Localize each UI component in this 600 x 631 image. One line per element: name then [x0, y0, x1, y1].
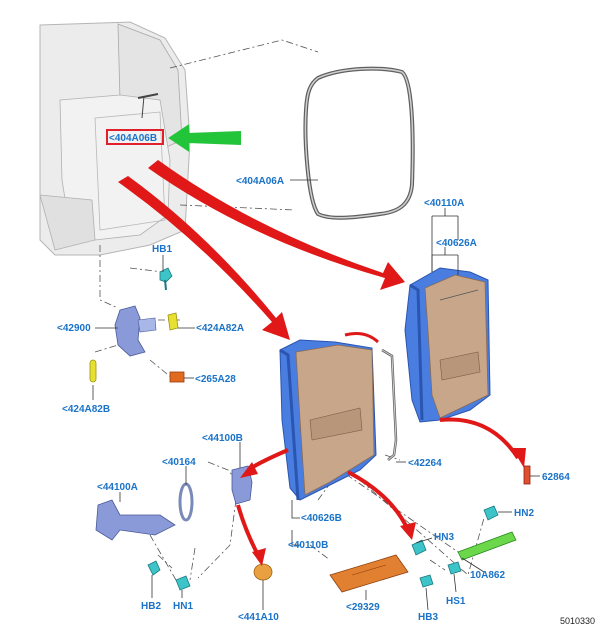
callout-bump-stop[interactable]: <441A10 [238, 612, 279, 623]
seal-strip-part [381, 348, 398, 461]
callout-door-left-skin[interactable]: <40626B [301, 513, 342, 524]
right-door-assembly [404, 267, 491, 423]
arrow-to-seal-strip [344, 332, 380, 344]
callout-hn3[interactable]: HN3 [434, 532, 454, 543]
check-strap-part [178, 482, 194, 522]
callout-hinge-bush-b[interactable]: <424A82B [62, 404, 110, 415]
hn3-fastener [411, 539, 427, 556]
hinge-upper-part [114, 305, 157, 357]
arrow-to-reflector [439, 417, 520, 460]
callout-check-arm[interactable]: <44100A [97, 482, 138, 493]
callout-handle-bar[interactable]: 10A862 [470, 570, 505, 581]
indicator-arrow [168, 124, 241, 152]
arrow-to-bump-stop [236, 504, 260, 556]
assembly-lines [94, 39, 485, 581]
hinge-bush-a-part [167, 312, 179, 331]
callout-hb3[interactable]: HB3 [418, 612, 438, 623]
callout-door-left-main[interactable]: <40110B [288, 540, 328, 551]
highlight-box [106, 129, 164, 145]
hb1-fastener [159, 267, 173, 291]
scuff-plate-part [329, 554, 409, 593]
hn2-fastener [483, 505, 499, 521]
van-rear-body [39, 21, 191, 256]
callout-door-right-skin[interactable]: <40626A [436, 238, 477, 249]
callout-hb2[interactable]: HB2 [141, 601, 161, 612]
leader-lines [92, 179, 540, 611]
arrow-to-scuff-plate [347, 470, 410, 531]
callout-hn2[interactable]: HN2 [514, 508, 534, 519]
direction-arrows [118, 160, 526, 566]
callout-hinge-bush-a[interactable]: <424A82A [196, 323, 244, 334]
callout-hb1[interactable]: HB1 [152, 244, 172, 255]
callout-seal-strip[interactable]: <42264 [408, 458, 442, 469]
callout-highlighted[interactable]: <404A06B [109, 133, 157, 144]
left-door-assembly [279, 339, 377, 501]
hn1-fastener [175, 575, 191, 591]
hinge-pin-part [169, 371, 185, 383]
hinge-bush-b-part [89, 359, 97, 383]
hb3-fastener [419, 574, 434, 588]
callout-check-arm-bracket[interactable]: <44100B [202, 433, 243, 444]
glass-seal-part [303, 66, 415, 220]
callout-glass-seal[interactable]: <404A06A [236, 176, 284, 187]
callout-hn1[interactable]: HN1 [173, 601, 193, 612]
arrow-to-right-door [148, 160, 405, 290]
callout-check-strap[interactable]: <40164 [162, 457, 196, 468]
callout-hinge-upper[interactable]: <42900 [57, 323, 91, 334]
callout-hs1[interactable]: HS1 [446, 596, 466, 607]
callout-scuff-plate[interactable]: <29329 [346, 602, 380, 613]
arrow-to-left-door [118, 176, 290, 340]
callout-door-right-main[interactable]: <40110A [424, 198, 464, 209]
handle-bar-part [457, 531, 517, 561]
hs1-fastener [447, 561, 462, 575]
callout-hinge-pin[interactable]: <265A28 [195, 374, 236, 385]
reflector-part [523, 465, 531, 485]
callout-labels: <404A06B <404A06A <40110A <40626A HB1 <4… [57, 133, 595, 626]
reference-number: 5010330 [560, 616, 595, 626]
check-arm-part [95, 499, 176, 541]
callout-reflector[interactable]: 62864 [542, 472, 570, 483]
bump-stop-part [253, 563, 273, 581]
hb2-fastener [147, 560, 161, 576]
